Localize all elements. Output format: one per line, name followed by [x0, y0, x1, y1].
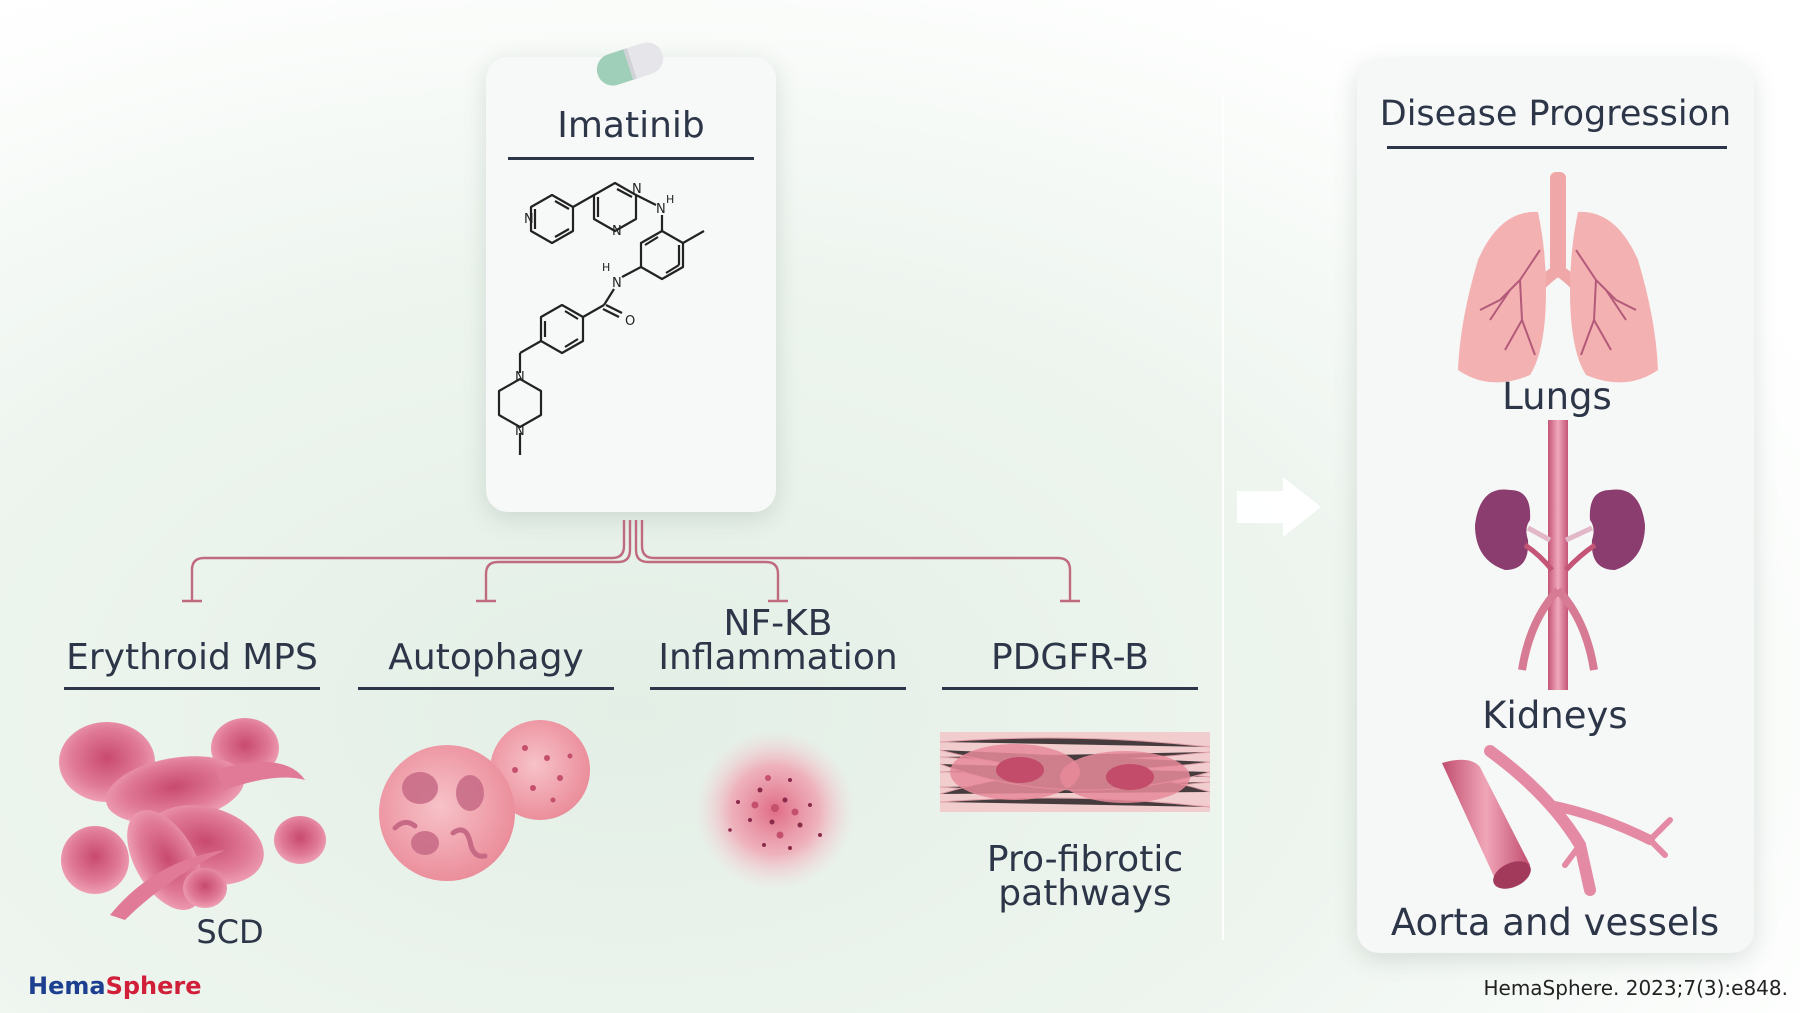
citation: HemaSphere. 2023;7(3):e848. [1483, 976, 1788, 1000]
mechanism-title-inflammation: Inflammation [658, 637, 898, 678]
vessels-illustration [1442, 745, 1673, 896]
sickle-cells-illustration [59, 718, 326, 920]
mechanism-rule [358, 687, 614, 690]
atom-label: N [656, 202, 666, 217]
capsule-icon [596, 42, 664, 86]
mechanism-rule [650, 687, 906, 690]
organ-label-lungs: Lungs [1502, 375, 1612, 418]
atom-label: H [666, 193, 674, 206]
atom-label: O [625, 314, 635, 329]
drug-name-rule [508, 157, 754, 160]
atom-label: N [515, 424, 525, 439]
atom-label: N [632, 182, 642, 197]
brand-part-2: Sphere [105, 972, 202, 1000]
mechanism-title-pdgfrb: PDGFR-B [991, 637, 1149, 678]
section-divider [1222, 95, 1224, 940]
caption-pro-fibrotic: Pro-fibrotic [986, 839, 1184, 880]
atom-label: H [602, 261, 610, 274]
atom-label: N [515, 370, 525, 385]
brand-logo: HemaSphere [28, 972, 202, 1000]
caption-pathways: pathways [998, 873, 1172, 914]
mechanism-rule [942, 687, 1198, 690]
drug-name: Imatinib [557, 105, 705, 146]
mechanism-title-erythroid-mps: Erythroid MPS [66, 637, 318, 678]
imatinib-card [486, 57, 776, 512]
atom-label: N [612, 224, 622, 239]
organ-label-kidneys: Kidneys [1482, 694, 1628, 737]
kidneys-illustration [1475, 420, 1645, 690]
inflammation-illustration [695, 730, 855, 890]
mechanism-title-autophagy: Autophagy [388, 637, 584, 678]
disease-progression-title: Disease Progression [1379, 94, 1732, 134]
imatinib-structure: N N N N H H N O N N [497, 181, 705, 455]
disease-progression-rule [1387, 146, 1727, 149]
autophagy-illustration [379, 720, 590, 881]
caption-scd: SCD [196, 913, 264, 951]
mechanism-title-nfkb: NF-KB [723, 603, 833, 644]
mechanism-rule [64, 687, 320, 690]
brand-part-1: Hema [28, 972, 106, 1000]
fibrosis-illustration [939, 732, 1211, 812]
atom-label: N [524, 212, 534, 227]
atom-label: N [612, 276, 622, 291]
lungs-illustration [1458, 172, 1658, 383]
organ-label-aorta-vessels: Aorta and vessels [1390, 901, 1720, 944]
arrow-right-icon [1237, 477, 1321, 537]
